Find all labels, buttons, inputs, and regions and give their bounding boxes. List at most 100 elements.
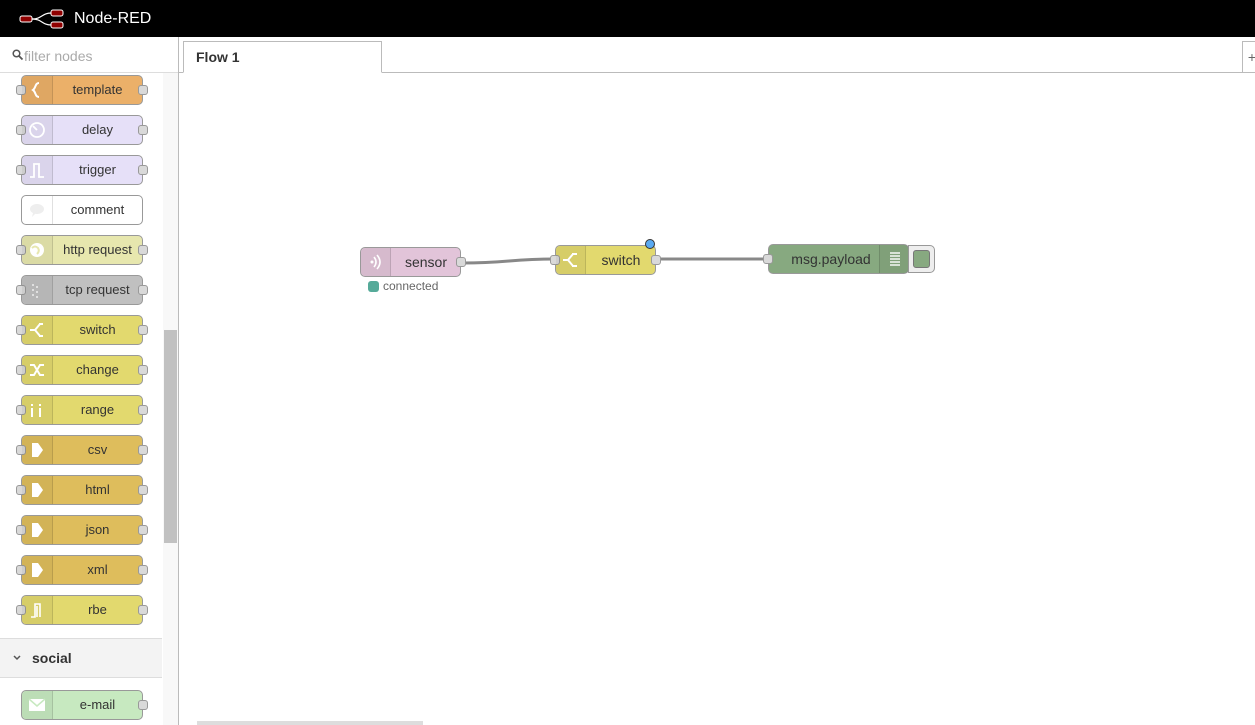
shuffle-icon: [22, 356, 53, 384]
flow-node-sensor[interactable]: sensor: [360, 247, 466, 277]
input-port: [16, 525, 26, 535]
wire-sensor-to-switch: [461, 257, 556, 265]
palette-node-tcp-request[interactable]: tcp request: [16, 275, 148, 305]
palette-node-trigger[interactable]: trigger: [16, 155, 148, 185]
workspace-tabbar: Flow 1 +: [179, 37, 1255, 73]
input-port: [16, 165, 26, 175]
input-port: [16, 85, 26, 95]
flow-node-label: msg.payload: [791, 251, 871, 267]
output-port: [138, 365, 148, 375]
palette-node-label: delay: [81, 122, 114, 137]
input-port[interactable]: [550, 255, 560, 265]
switch-icon: [22, 316, 53, 344]
output-port: [138, 125, 148, 135]
output-port: [138, 285, 148, 295]
input-port: [16, 605, 26, 615]
status-indicator: [368, 281, 379, 292]
flow-node-debug[interactable]: msg.payload: [763, 244, 909, 274]
debug-toggle-indicator: [913, 250, 930, 268]
palette-node-label: http request: [63, 242, 132, 257]
debug-list-icon: [879, 245, 909, 273]
palette-node-html[interactable]: html: [16, 475, 148, 505]
palette-node-template[interactable]: template: [16, 75, 148, 105]
output-port: [138, 165, 148, 175]
palette-category-social[interactable]: social: [0, 638, 162, 678]
add-tab-button[interactable]: +: [1242, 41, 1255, 73]
switch-icon: [556, 246, 586, 274]
input-port: [16, 485, 26, 495]
wires-layer: [461, 257, 769, 265]
input-port[interactable]: [763, 254, 773, 264]
output-port[interactable]: [456, 257, 466, 267]
palette-node-json[interactable]: json: [16, 515, 148, 545]
palette-scrollbar-thumb[interactable]: [164, 330, 177, 543]
node-red-logo-icon[interactable]: [18, 9, 66, 29]
palette-node-http-request[interactable]: http request: [16, 235, 148, 265]
palette-node-rbe[interactable]: rbe: [16, 595, 148, 625]
changed-indicator: [645, 239, 655, 249]
palette-node-comment[interactable]: comment: [21, 195, 143, 225]
range-icon: [22, 396, 53, 424]
node-palette: template delay trigger comment http requ…: [0, 37, 179, 725]
output-port: [138, 325, 148, 335]
input-port: [16, 565, 26, 575]
input-port: [16, 325, 26, 335]
palette-node-delay[interactable]: delay: [16, 115, 148, 145]
palette-node-label: e-mail: [79, 697, 116, 712]
palette-node-label: switch: [79, 322, 116, 337]
arrow-in-icon: [22, 556, 53, 584]
palette-node-email[interactable]: e-mail: [21, 690, 148, 720]
output-port: [138, 445, 148, 455]
flow-node-label: switch: [601, 252, 641, 268]
globe-icon: [22, 236, 53, 264]
wireless-icon: [361, 248, 391, 276]
palette-node-switch[interactable]: switch: [16, 315, 148, 345]
palette-node-label: template: [72, 82, 123, 97]
app-title: Node-RED: [74, 10, 152, 27]
palette-node-xml[interactable]: xml: [16, 555, 148, 585]
palette-node-label: range: [80, 402, 115, 417]
palette-node-csv[interactable]: csv: [16, 435, 148, 465]
input-port: [16, 285, 26, 295]
trigger-icon: [22, 156, 53, 184]
input-port: [16, 365, 26, 375]
output-port: [138, 700, 148, 710]
tab-flow-1[interactable]: Flow 1: [183, 41, 382, 73]
palette-node-label: change: [76, 362, 119, 377]
palette-node-range[interactable]: range: [16, 395, 148, 425]
flow-node-label: sensor: [404, 254, 448, 270]
flow-canvas[interactable]: sensor connected switch msg.payload: [179, 73, 1255, 725]
output-port: [138, 525, 148, 535]
palette-node-label: tcp request: [65, 282, 130, 297]
status-text: connected: [383, 279, 439, 293]
input-port: [16, 245, 26, 255]
bridge-icon: [22, 276, 53, 304]
debug-toggle-button[interactable]: [908, 245, 935, 273]
chevron-down-icon: [13, 655, 21, 661]
envelope-icon: [22, 691, 53, 719]
flow-node-switch[interactable]: switch: [550, 245, 661, 275]
timer-icon: [22, 116, 53, 144]
palette-node-label: comment: [70, 202, 125, 217]
header-bar: Node-RED: [0, 0, 1255, 37]
rbe-icon: [22, 596, 53, 624]
palette-node-label: json: [85, 522, 110, 537]
filter-nodes-input[interactable]: [24, 45, 174, 67]
output-port: [138, 605, 148, 615]
palette-search: [0, 37, 178, 73]
palette-node-change[interactable]: change: [16, 355, 148, 385]
output-port[interactable]: [651, 255, 661, 265]
tab-label: Flow 1: [196, 49, 240, 65]
palette-node-label: rbe: [88, 602, 107, 617]
input-port: [16, 445, 26, 455]
output-port: [138, 485, 148, 495]
input-port: [16, 405, 26, 415]
output-port: [138, 405, 148, 415]
palette-node-label: xml: [87, 562, 108, 577]
palette-node-label: trigger: [79, 162, 116, 177]
canvas-horizontal-scrollbar[interactable]: [197, 721, 423, 725]
input-port: [16, 125, 26, 135]
palette-node-label: csv: [87, 442, 108, 457]
output-port: [138, 85, 148, 95]
comment-icon: [22, 196, 53, 224]
